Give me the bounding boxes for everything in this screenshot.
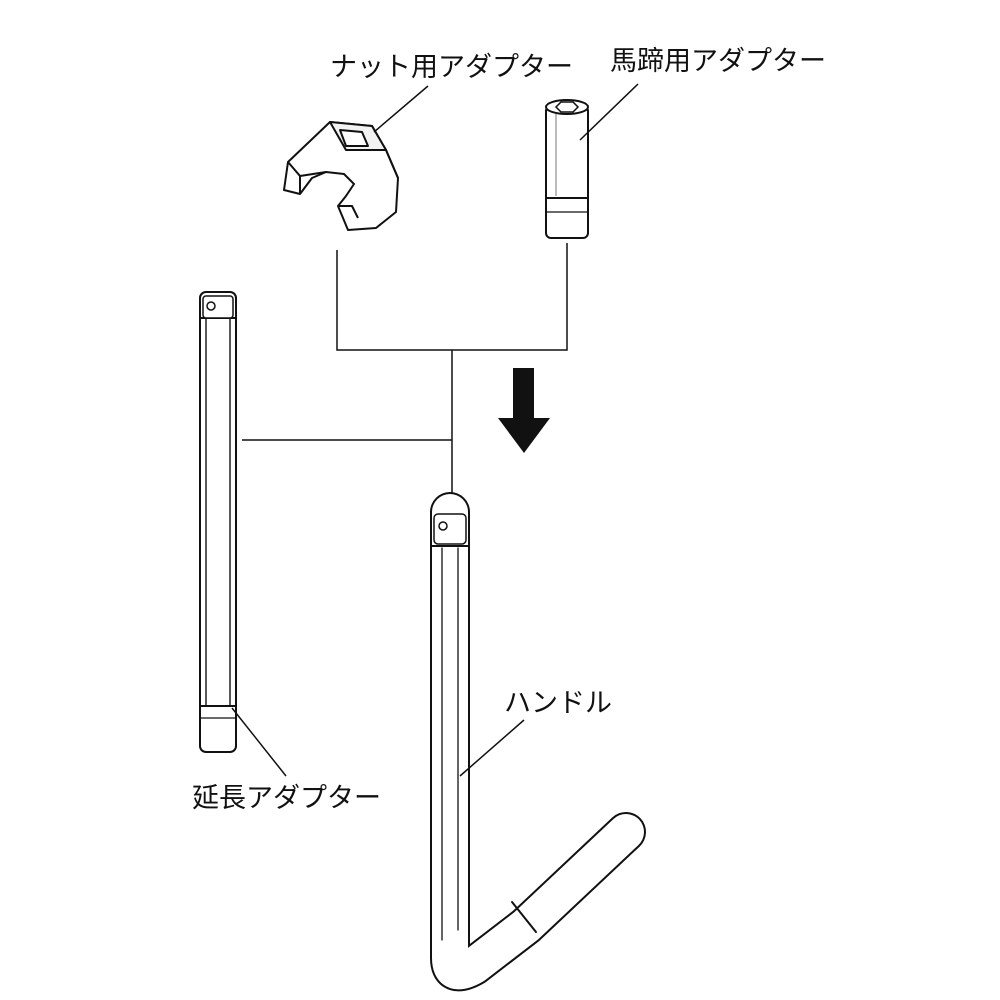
- handle-illustration: [430, 492, 646, 992]
- hoof-adapter-illustration: [545, 99, 589, 239]
- nut-adapter-illustration: [283, 121, 399, 231]
- leader-extension-adapter: [231, 707, 287, 777]
- connector-adapters-bracket: [336, 243, 568, 351]
- label-hoof-adapter: 馬蹄用アダプター: [610, 46, 826, 77]
- leader-nut-adapter: [373, 85, 429, 133]
- handle-body-fill: [432, 494, 644, 990]
- connector-lines: [242, 243, 568, 505]
- leader-hoof-adapter: [579, 83, 639, 141]
- label-handle: ハンドル: [504, 688, 612, 719]
- label-nut-adapter: ナット用アダプター: [330, 52, 573, 83]
- extension-adapter-illustration: [199, 291, 237, 753]
- down-arrow-icon: [498, 368, 550, 453]
- leader-handle: [459, 719, 525, 777]
- label-extension-adapter: 延長アダプター: [192, 783, 381, 814]
- leader-lines: [231, 83, 639, 777]
